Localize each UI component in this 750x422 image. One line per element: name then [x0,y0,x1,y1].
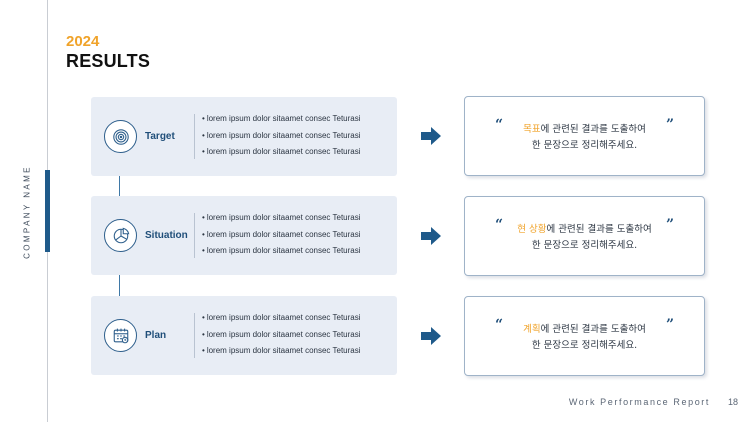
bullet-list: lorem ipsum dolor sitaamet consec Tetura… [202,210,361,260]
open-quote-icon: “ [495,117,504,133]
result-card-target: Target lorem ipsum dolor sitaamet consec… [91,97,397,176]
quote-rest: 에 관련된 결과를 도출하여 [540,124,646,135]
card-divider [194,313,195,358]
quote-rest: 에 관련된 결과를 도출하여 [546,224,652,235]
close-quote-icon: ” [665,117,674,133]
list-item: lorem ipsum dolor sitaamet consec Tetura… [202,128,361,145]
quote-box-situation: “ ” 현 상황에 관련된 결과를 도출하여 한 문장으로 정리해주세요. [464,196,705,276]
company-name: COMPANY NAME [22,165,32,259]
card-divider [194,114,195,159]
close-quote-icon: ” [665,317,674,333]
result-card-plan: Plan lorem ipsum dolor sitaamet consec T… [91,296,397,375]
target-icon [104,120,137,153]
arrow-right-icon [421,227,441,245]
list-item: lorem ipsum dolor sitaamet consec Tetura… [202,327,361,344]
open-quote-icon: “ [495,217,504,233]
list-item: lorem ipsum dolor sitaamet consec Tetura… [202,111,361,128]
list-item: lorem ipsum dolor sitaamet consec Tetura… [202,144,361,161]
card-label: Target [145,131,175,142]
result-card-situation: Situation lorem ipsum dolor sitaamet con… [91,196,397,275]
quote-text: 현 상황에 관련된 결과를 도출하여 한 문장으로 정리해주세요. [465,222,704,254]
arrow-right-icon [421,327,441,345]
quote-rest: 에 관련된 결과를 도출하여 [540,324,646,335]
list-item: lorem ipsum dolor sitaamet consec Tetura… [202,310,361,327]
page-number: 18 [728,397,739,407]
list-item: lorem ipsum dolor sitaamet consec Tetura… [202,227,361,244]
calendar-icon [104,319,137,352]
quote-highlight: 현 상황 [517,224,547,235]
close-quote-icon: ” [665,217,674,233]
quote-text: 계획에 관련된 결과를 도출하여 한 문장으로 정리해주세요. [465,322,704,354]
quote-line2: 한 문장으로 정리해주세요. [531,340,638,351]
quote-line2: 한 문장으로 정리해주세요. [531,140,638,151]
list-item: lorem ipsum dolor sitaamet consec Tetura… [202,243,361,260]
quote-line2: 한 문장으로 정리해주세요. [531,240,638,251]
quote-box-target: “ ” 목표에 관련된 결과를 도출하여 한 문장으로 정리해주세요. [464,96,705,176]
page-title: RESULTS [66,51,151,71]
quote-highlight: 목표 [523,124,541,135]
list-item: lorem ipsum dolor sitaamet consec Tetura… [202,343,361,360]
arrow-right-icon [421,127,441,145]
footer-report-title: Work Performance Report [568,397,710,407]
card-label: Plan [145,330,167,341]
sidebar-accent-bar [45,170,50,252]
year-label: 2024 [66,33,100,50]
quote-text: 목표에 관련된 결과를 도출하여 한 문장으로 정리해주세요. [465,122,704,154]
card-divider [194,213,195,258]
open-quote-icon: “ [495,317,504,333]
quote-highlight: 계획 [523,324,541,335]
bullet-list: lorem ipsum dolor sitaamet consec Tetura… [202,111,361,161]
bullet-list: lorem ipsum dolor sitaamet consec Tetura… [202,310,361,360]
pie-chart-icon [104,219,137,252]
card-label: Situation [145,230,188,241]
list-item: lorem ipsum dolor sitaamet consec Tetura… [202,210,361,227]
quote-box-plan: “ ” 계획에 관련된 결과를 도출하여 한 문장으로 정리해주세요. [464,296,705,376]
